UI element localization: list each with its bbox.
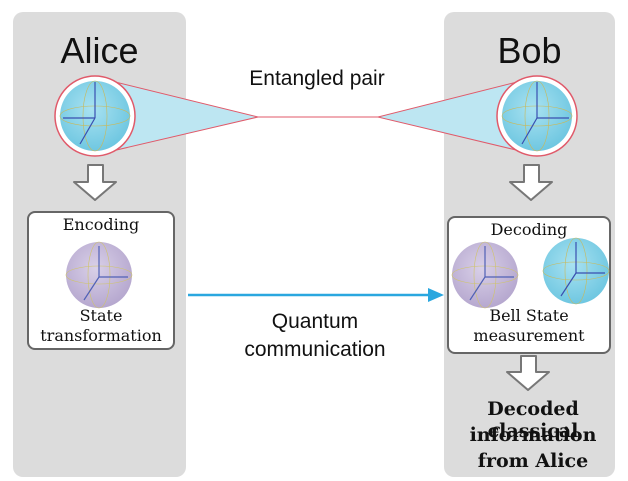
bob-down-arrow-bottom (506, 355, 550, 391)
entangled-pair-label: Entangled pair (249, 67, 385, 90)
bob-qubit-sphere (496, 75, 578, 157)
state-label: State (79, 306, 123, 325)
communication-label: communication (244, 338, 386, 361)
transformation-label: transformation (40, 326, 162, 345)
quantum-channel-arrowhead (428, 288, 444, 302)
measurement-label: measurement (473, 326, 585, 345)
decoded-label-2: information (469, 424, 597, 446)
decoding-label: Decoding (490, 220, 568, 239)
bob-down-arrow-top (509, 164, 553, 201)
alice-encoding-sphere (65, 241, 133, 309)
quantum-label: Quantum (271, 310, 359, 333)
bell-state-label: Bell State (489, 306, 569, 325)
alice-qubit-sphere (54, 75, 136, 157)
alice-title: Alice (60, 30, 139, 71)
bob-title: Bob (497, 30, 562, 71)
alice-down-arrow (73, 164, 117, 201)
bob-decoding-sphere-purple (451, 241, 519, 309)
decoded-label-3: from Alice (477, 450, 589, 472)
decoded-label-1: Decoded classical (487, 398, 579, 442)
bob-decoding-sphere-cyan (542, 237, 610, 305)
encoding-label: Encoding (62, 215, 140, 234)
